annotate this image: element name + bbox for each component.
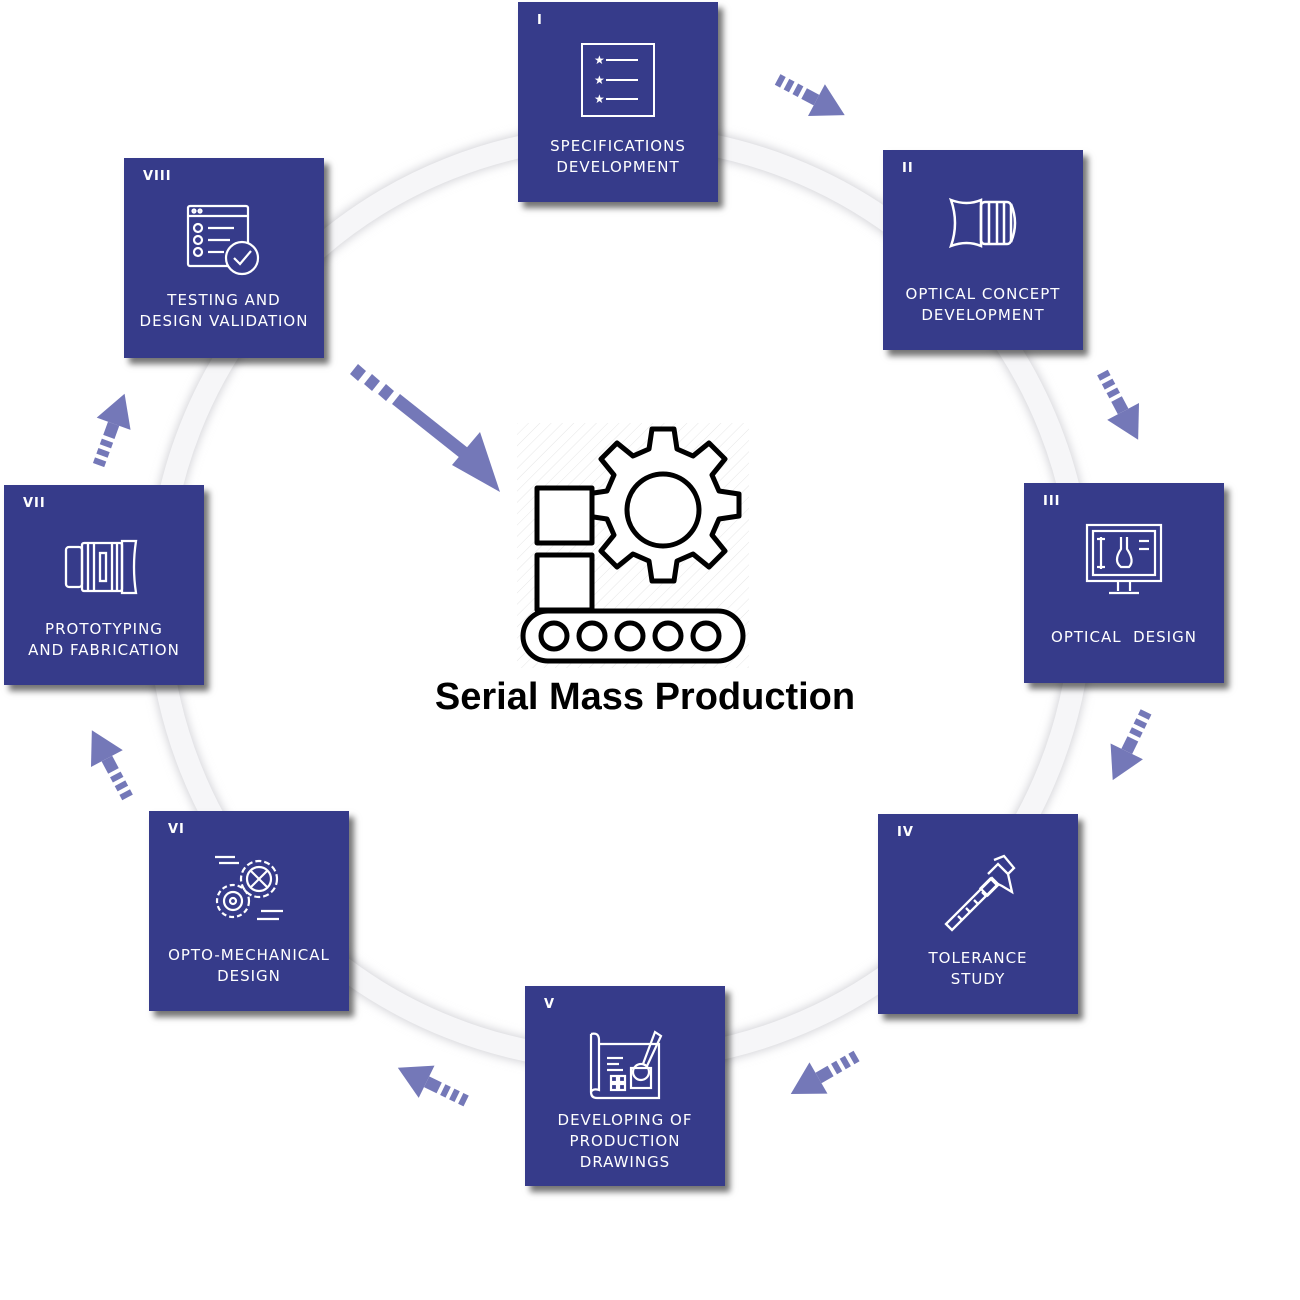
- step-number: I: [537, 13, 543, 28]
- gears-icon: [209, 849, 289, 934]
- arrow-5-to-6: [397, 1065, 469, 1107]
- svg-text:★: ★: [594, 92, 605, 106]
- arrow-4-to-5: [790, 1050, 860, 1094]
- camera-lens-icon: [62, 537, 146, 602]
- arrow-3-to-4: [1110, 709, 1152, 781]
- arrow-8-to-center: [350, 364, 500, 492]
- lens-icon: [941, 188, 1025, 265]
- step-number: II: [902, 161, 914, 176]
- blueprint-icon: [585, 1028, 665, 1105]
- step-number: IV: [897, 825, 914, 840]
- test-checklist-icon: [184, 202, 264, 283]
- arrow-1-to-2: [774, 74, 845, 117]
- checklist-icon: ★ ★ ★: [578, 40, 658, 125]
- monitor-design-icon: [1083, 521, 1165, 608]
- arrow-6-to-7: [90, 730, 133, 801]
- caliper-icon: [938, 852, 1018, 937]
- svg-text:★: ★: [594, 53, 605, 67]
- factory-conveyor-gear-icon: [517, 423, 749, 668]
- center-title: Serial Mass Production: [434, 676, 856, 718]
- step-number: VIII: [143, 169, 172, 184]
- step-number: III: [1043, 494, 1061, 509]
- arrow-7-to-8: [92, 393, 131, 468]
- step-number: VI: [168, 822, 185, 837]
- arrow-2-to-3: [1097, 369, 1140, 440]
- svg-text:★: ★: [594, 73, 605, 87]
- step-number: V: [544, 997, 556, 1012]
- step-box-3: III OPTICAL DESIGN: [1024, 483, 1224, 683]
- step-label: OPTICAL DESIGN: [1051, 628, 1197, 646]
- step-number: VII: [23, 496, 46, 511]
